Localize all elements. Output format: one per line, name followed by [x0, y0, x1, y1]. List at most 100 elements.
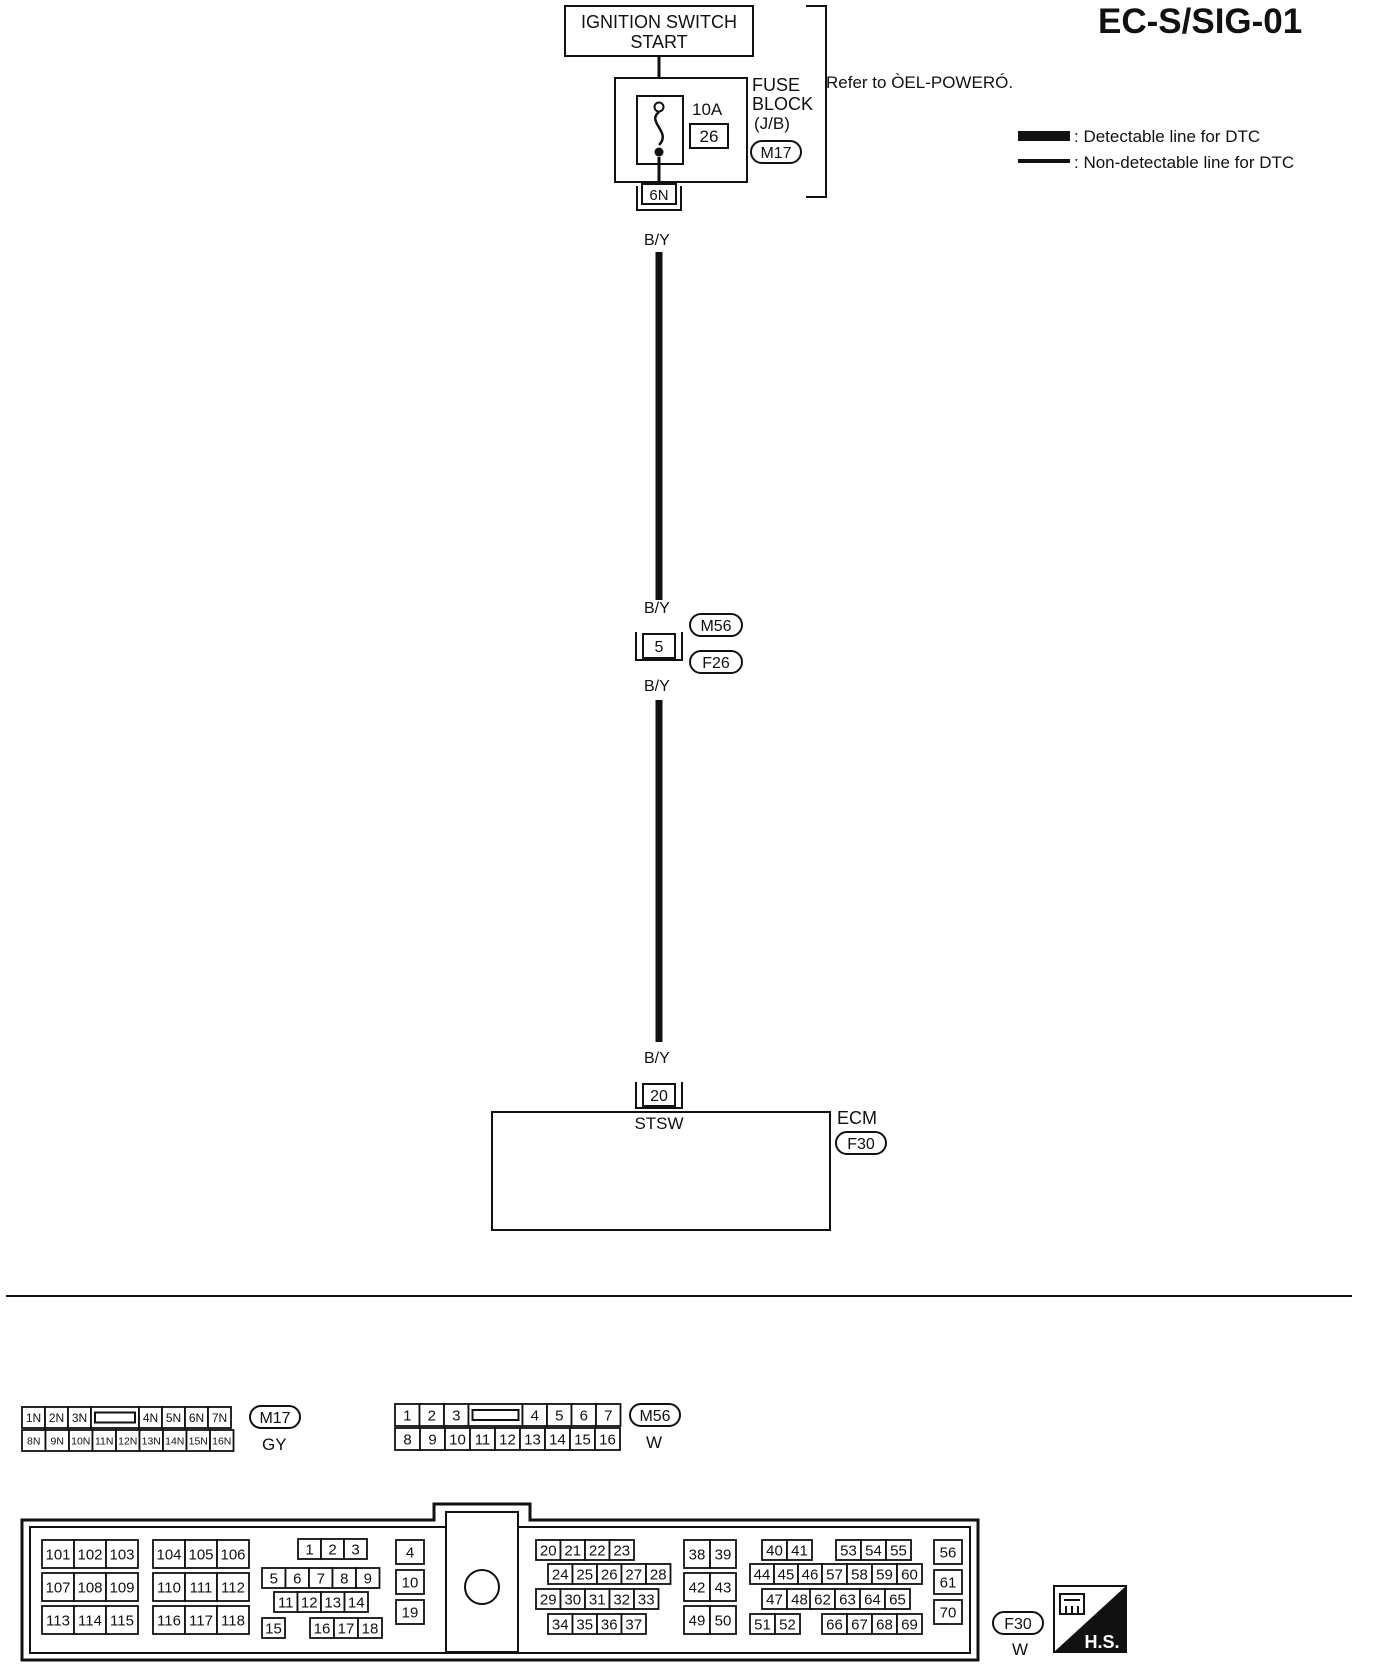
pin-label: 113 — [46, 1612, 70, 1629]
fuse-block-connector-id: M17 — [760, 145, 791, 162]
pin-m17-11N: 11N — [91, 1429, 117, 1452]
pin-label: 60 — [901, 1566, 918, 1583]
pin-m17-8N: 8N — [21, 1429, 47, 1452]
pin-f30-16: 16 — [309, 1617, 335, 1639]
pin-label: 7 — [604, 1407, 612, 1424]
pin-label: 24 — [552, 1566, 569, 1583]
pin-f30-68: 68 — [871, 1613, 898, 1635]
pin-label: 11 — [278, 1594, 294, 1611]
pin-f30-20: 20 — [535, 1539, 562, 1561]
pin-f30-31: 31 — [584, 1588, 611, 1610]
pin-label: 53 — [840, 1542, 857, 1559]
pin-f30-35: 35 — [571, 1613, 598, 1635]
pin-m56-13: 13 — [519, 1427, 546, 1451]
pin-f30-111: 111 — [184, 1572, 218, 1602]
pin-label: 5 — [555, 1407, 563, 1424]
pin-label: 1 — [305, 1541, 313, 1558]
ecm-label: ECM — [837, 1108, 877, 1128]
pin-f30-59: 59 — [871, 1563, 898, 1585]
pin-f30-49: 49 — [683, 1605, 711, 1635]
pin-f30-34: 34 — [547, 1613, 574, 1635]
pin-label: 64 — [864, 1591, 881, 1608]
pin-m17-key — [90, 1406, 140, 1429]
pin-label: 116 — [157, 1612, 181, 1629]
hs-badge: H.S. — [1053, 1585, 1127, 1653]
connector-m17-color: GY — [262, 1435, 287, 1454]
pin-f30-2: 2 — [320, 1538, 345, 1560]
pin-m56-6: 6 — [570, 1403, 597, 1427]
pin-f30-56: 56 — [933, 1539, 963, 1565]
pin-m56-11: 11 — [469, 1427, 496, 1451]
pin-f30-38: 38 — [683, 1539, 711, 1569]
legend-detectable-text: : Detectable line for DTC — [1074, 127, 1260, 146]
pin-f30-70: 70 — [933, 1599, 963, 1625]
pin-label: 1 — [403, 1407, 411, 1424]
pin-label: 105 — [188, 1546, 213, 1563]
pin-m56-8: 8 — [394, 1427, 421, 1451]
pin-f30-28: 28 — [645, 1563, 672, 1585]
pin-m17-10N: 10N — [68, 1429, 94, 1452]
pin-label: 2 — [428, 1407, 436, 1424]
pin-m17-9N: 9N — [44, 1429, 70, 1452]
pin-label: 25 — [576, 1566, 593, 1583]
pin-f30-37: 37 — [620, 1613, 647, 1635]
pin-label: 49 — [689, 1612, 706, 1629]
connector-m17-id: M17 — [259, 1410, 290, 1427]
pin-label: 107 — [45, 1579, 70, 1596]
pin-f30-57: 57 — [821, 1563, 848, 1585]
pin-m56-9: 9 — [419, 1427, 446, 1451]
pin-f30-66: 66 — [821, 1613, 848, 1635]
pin-m56-14: 14 — [544, 1427, 571, 1451]
pin-label: 101 — [45, 1546, 70, 1563]
pin-f30-53: 53 — [835, 1539, 862, 1561]
pin-label: 9N — [51, 1435, 64, 1447]
pin-m17-3N: 3N — [67, 1406, 92, 1429]
pin-f30-29: 29 — [535, 1588, 562, 1610]
pin-f30-102: 102 — [73, 1539, 107, 1569]
pin-label: 70 — [940, 1604, 957, 1621]
pin-f30-3: 3 — [343, 1538, 368, 1560]
pin-f30-40: 40 — [761, 1539, 788, 1561]
key-slot — [471, 1409, 520, 1421]
pin-f30-105: 105 — [184, 1539, 218, 1569]
pin-label: 115 — [110, 1612, 134, 1629]
pin-label: 112 — [221, 1579, 245, 1596]
pin-label: 114 — [78, 1612, 102, 1629]
legend-non-detectable-swatch — [1018, 159, 1070, 163]
pin-m17-4N: 4N — [138, 1406, 163, 1429]
pin-f30-10: 10 — [395, 1569, 425, 1595]
pin-f30-114: 114 — [73, 1605, 107, 1635]
pin-f30-4: 4 — [395, 1539, 425, 1565]
pin-label: 5N — [166, 1411, 181, 1425]
pin-f30-1: 1 — [297, 1538, 322, 1560]
fuse-terminal-top — [653, 101, 665, 113]
pin-label: 102 — [77, 1546, 102, 1563]
connector-m56-id: M56 — [639, 1408, 670, 1425]
pin-label: 3 — [452, 1407, 460, 1424]
f30-latch — [445, 1511, 519, 1653]
pin-label: 20 — [540, 1542, 557, 1559]
pin-m17-1N: 1N — [21, 1406, 46, 1429]
pin-f30-47: 47 — [761, 1588, 788, 1610]
pin-f30-55: 55 — [885, 1539, 912, 1561]
pin-f30-45: 45 — [773, 1563, 799, 1585]
pin-label: 52 — [779, 1616, 796, 1633]
pin-m17-16N: 16N — [209, 1429, 235, 1452]
pin-f30-101: 101 — [41, 1539, 75, 1569]
pin-f30-44: 44 — [749, 1563, 775, 1585]
pin-label: 36 — [601, 1616, 618, 1633]
pin-f30-33: 33 — [633, 1588, 660, 1610]
pin-f30-113: 113 — [41, 1605, 75, 1635]
joint-connector-top-id: M56 — [700, 618, 731, 635]
pin-f30-46: 46 — [797, 1563, 823, 1585]
connector-f30-badge: F30 — [992, 1611, 1044, 1635]
pin-label: 13 — [324, 1594, 341, 1611]
pin-label: 56 — [940, 1544, 957, 1561]
pin-f30-39: 39 — [709, 1539, 737, 1569]
pin-f30-30: 30 — [559, 1588, 586, 1610]
legend-detectable-swatch — [1018, 131, 1070, 141]
pin-label: 16 — [599, 1431, 616, 1448]
pin-m56-key — [467, 1403, 524, 1427]
pin-label: 65 — [889, 1591, 906, 1608]
pin-label: 14 — [348, 1594, 365, 1611]
